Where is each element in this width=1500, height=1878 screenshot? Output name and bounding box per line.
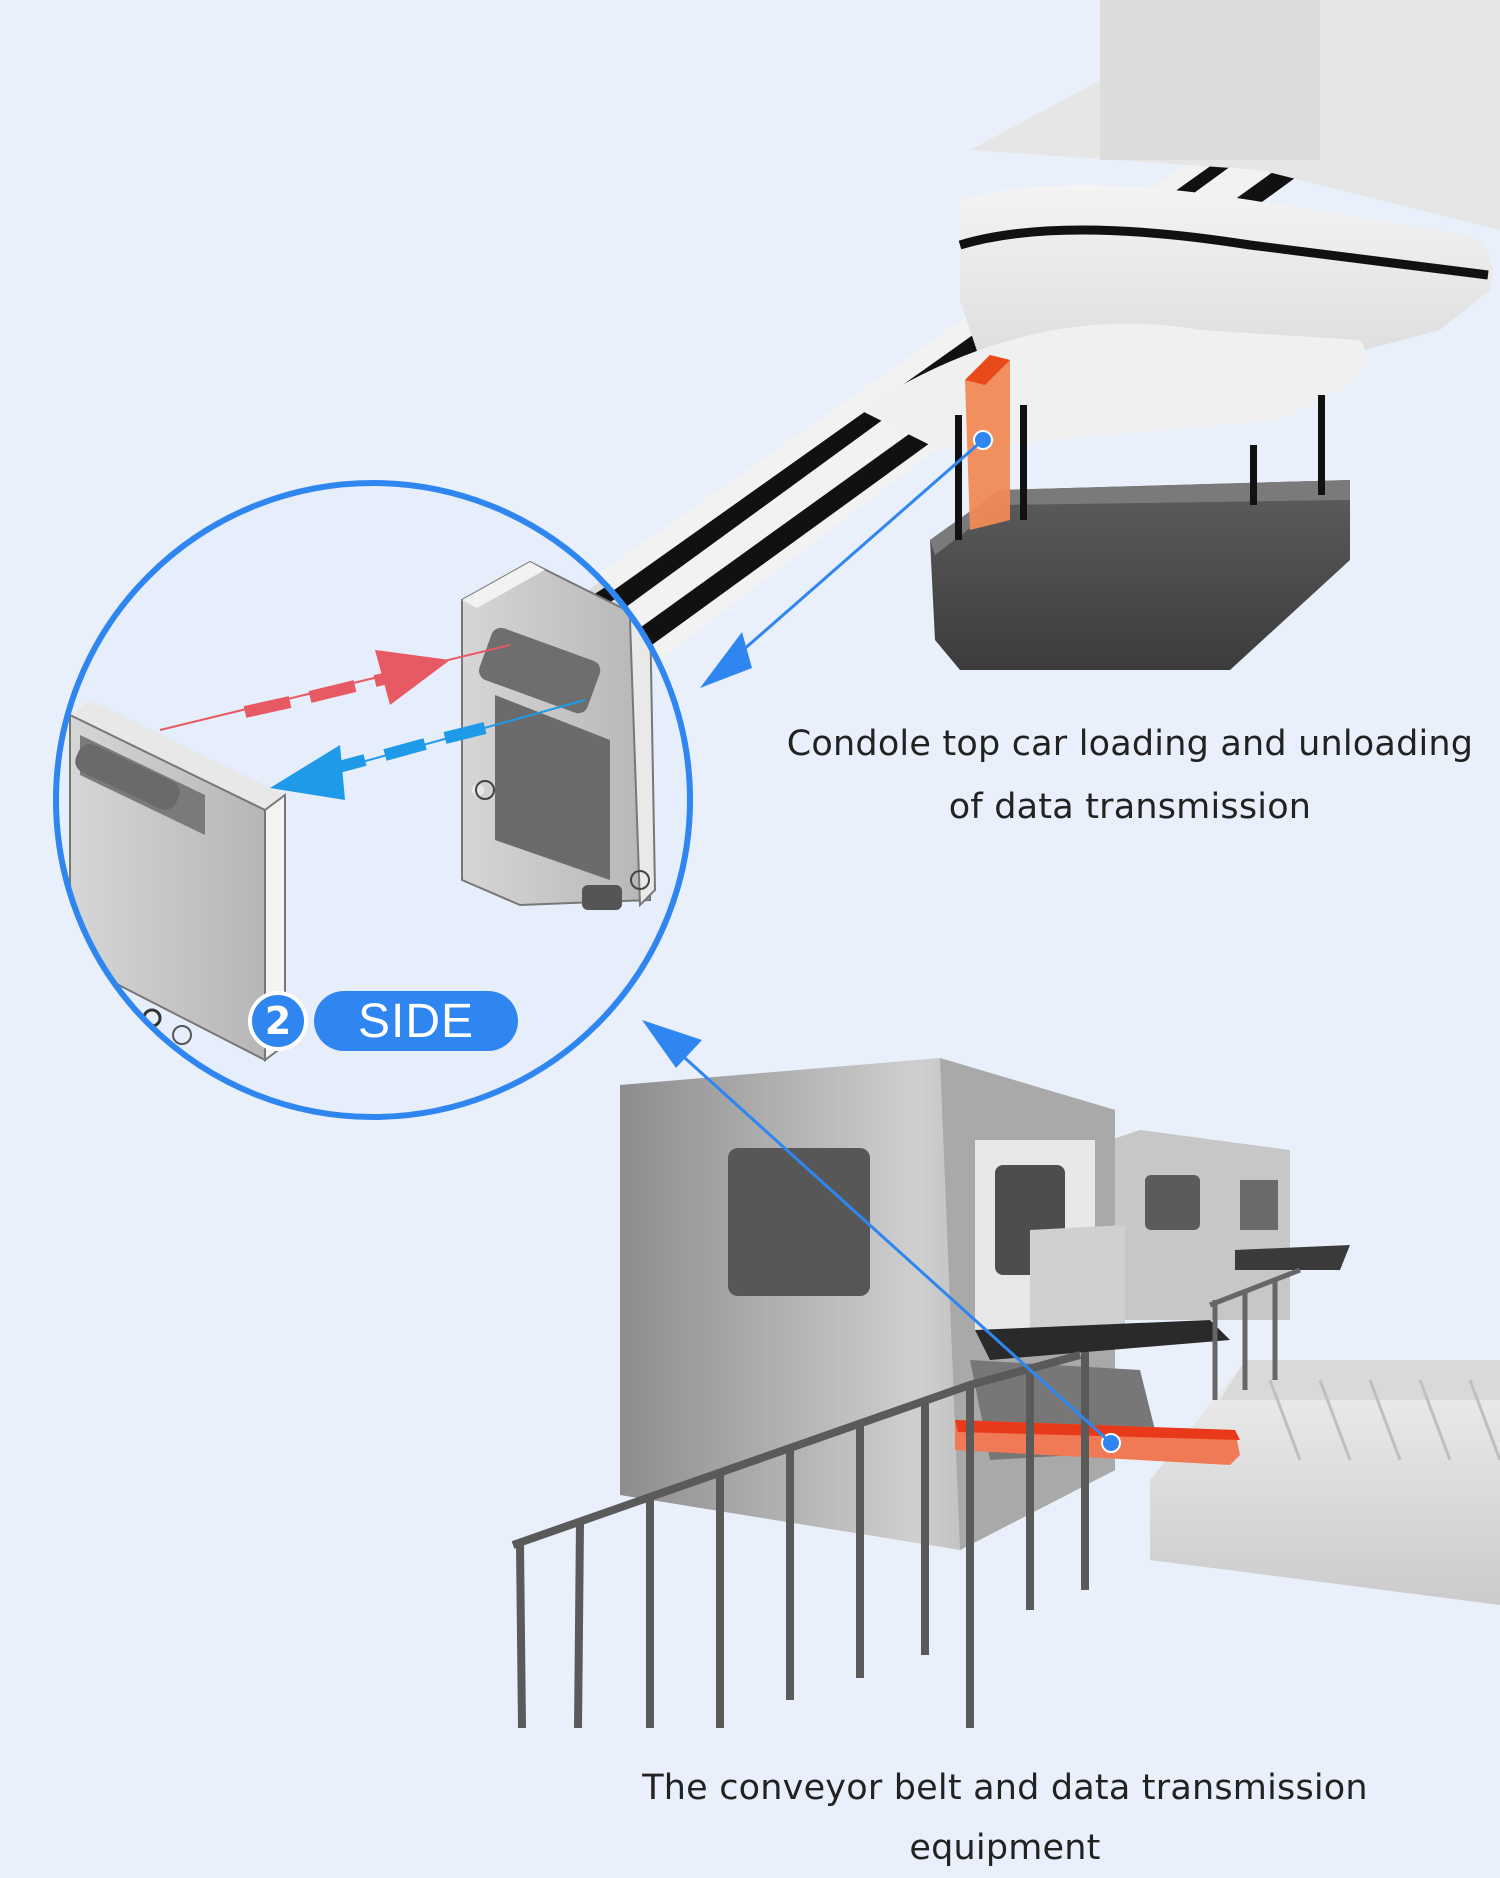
red-arrowhead: [375, 650, 450, 705]
badge-number: 2: [248, 991, 308, 1051]
zoom-circle: [53, 480, 693, 1120]
trolley-car: [860, 0, 1500, 670]
safety-railing: [511, 1351, 1089, 1729]
side-badge: 2 SIDE: [248, 990, 518, 1052]
badge-label: SIDE: [314, 991, 518, 1051]
callout-arrowhead-bottom: [642, 1020, 702, 1068]
caption-bottom: The conveyor belt and data transmission …: [642, 1768, 1368, 1868]
caption-top-line2: of data transmission: [948, 787, 1312, 827]
zoom-circle-ring: [53, 480, 693, 1120]
conveyor-equipment: [511, 1058, 1500, 1729]
left-sensor: [69, 700, 286, 1062]
machine-window: [728, 1148, 870, 1296]
caption-top: Condole top car loading and unloading of…: [770, 713, 1490, 839]
right-sensor: [461, 560, 657, 910]
callout-arrowhead-top: [700, 632, 752, 688]
blue-arrowhead: [270, 745, 345, 800]
caption-top-line1: Condole top car loading and unloading: [786, 724, 1474, 764]
callout-arrows: [642, 438, 1113, 1445]
